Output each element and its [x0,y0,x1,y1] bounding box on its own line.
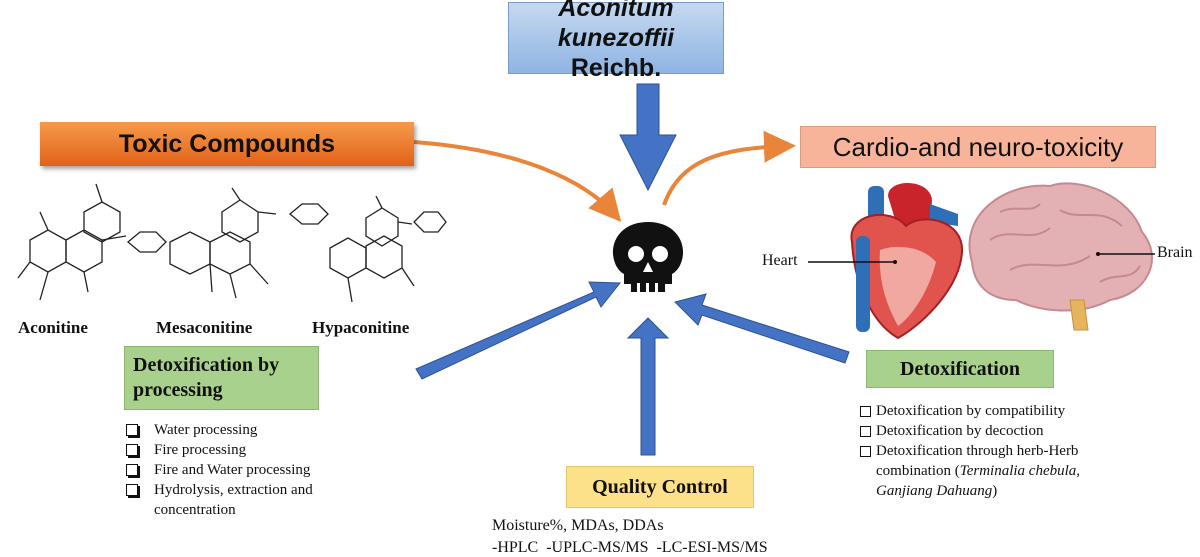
species-name: Aconitum kunezoffii [557,0,675,52]
detoxification-list: Detoxification by compatibility Detoxifi… [860,401,1115,501]
hypaconitine-structure [329,195,447,303]
heart-label: Heart [762,252,798,269]
brain-illustration [968,182,1153,331]
brain-label: Brain [1157,244,1193,261]
checkbox-icon [860,406,871,417]
mesaconitine-structure [169,187,329,299]
detox-arrow [674,293,850,364]
list-item: Detoxification by compatibility [860,401,1115,421]
qc-line-2: -HPLC -UPLC-MS/MS -LC-ESI-MS/MS [492,539,768,556]
aconitine-structure [17,183,167,301]
list-item: Detoxification by decoction [860,421,1115,441]
detoxification-box: Detoxification [866,350,1054,388]
checkbox-icon [126,484,138,496]
skull-to-toxicity-arrow [662,130,796,206]
qc-line-1: Moisture%, MDAs, DDAs [492,517,664,534]
species-down-arrow [619,83,677,192]
list-item: Water processing [126,420,356,440]
checkbox-icon [126,444,138,456]
compound-label-aconitine: Aconitine [18,318,88,337]
list-item: Fire and Water processing [126,460,356,480]
heart-illustration [850,182,964,340]
detox-processing-box: Detoxification by processing [124,346,319,410]
processing-arrow [415,281,622,380]
checkbox-icon [860,426,871,437]
list-item: Detoxification through herb-Herb combina… [860,441,1115,501]
processing-list: Water processing Fire processing Fire an… [126,420,356,520]
detox-processing-title: Detoxification by processing [133,354,280,401]
qc-up-arrow [626,317,670,456]
quality-control-methods: Moisture%, MDAs, DDAs -HPLC -UPLC-MS/MS -… [492,515,768,557]
checkbox-icon [126,424,138,436]
species-author: Reichb. [570,54,662,82]
toxic-compounds-label: Toxic Compounds [118,129,336,158]
toxic-compounds-box: Toxic Compounds [40,122,414,166]
checkbox-icon [126,464,138,476]
checkbox-icon [860,446,871,457]
compound-label-hypaconitine: Hypaconitine [312,318,410,337]
toxic-to-skull-arrow [413,140,622,223]
list-item: Fire processing [126,440,356,460]
toxicity-label: Cardio-and neuro-toxicity [832,131,1124,162]
detoxification-title: Detoxification [900,357,1020,380]
skull-icon [612,222,684,292]
herb-names: Terminalia chebula, Ganjiang Dahuang [876,463,1081,499]
compound-label-mesaconitine: Mesaconitine [156,318,253,337]
toxicity-box: Cardio-and neuro-toxicity [800,126,1156,168]
species-box: Aconitum kunezoffii Reichb. [508,0,724,82]
list-item: Hydrolysis, extraction and concentration [126,480,356,520]
quality-control-box: Quality Control [566,466,754,508]
quality-control-title: Quality Control [592,475,728,498]
